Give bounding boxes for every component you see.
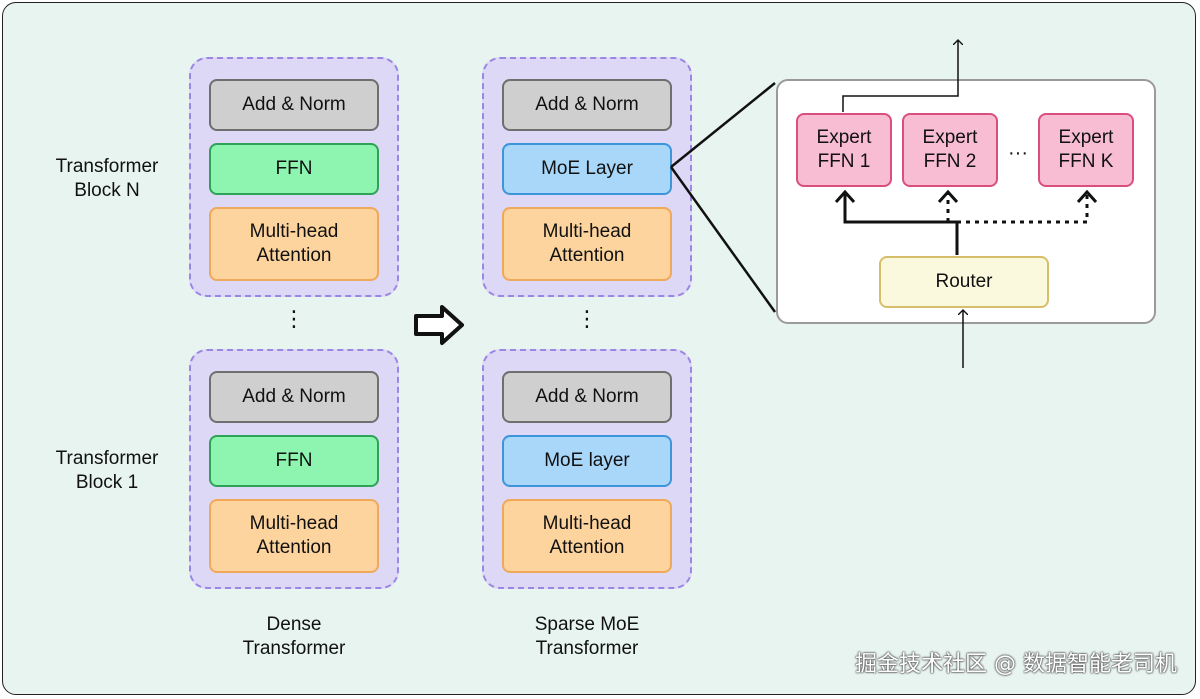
dense-n-add-norm: Add & Norm <box>209 79 379 131</box>
expert-ffn-2: Expert FFN 2 <box>902 113 998 187</box>
dense-n-ffn: FFN <box>209 143 379 195</box>
sparse-1-attention: Multi-head Attention <box>502 499 672 573</box>
sparse-n-add-norm: Add & Norm <box>502 79 672 131</box>
zoom-line-bottom <box>669 166 777 313</box>
sparse-1-add-norm: Add & Norm <box>502 371 672 423</box>
watermark: 掘金技术社区 @ 数据智能老司机 <box>855 652 1177 677</box>
sparse-block-1: Add & Norm MoE layer Multi-head Attentio… <box>482 349 692 589</box>
expert-ffn-k: Expert FFN K <box>1038 113 1134 187</box>
dense-1-add-norm: Add & Norm <box>209 371 379 423</box>
output-arrow <box>842 40 958 112</box>
label-transformer-block-1: Transformer Block 1 <box>55 448 159 493</box>
expert-ffn-1: Expert FFN 1 <box>796 113 892 187</box>
experts-ellipsis: ··· <box>1008 142 1028 164</box>
zoom-line-top <box>670 82 776 168</box>
sparse-n-moe-layer: MoE Layer <box>502 143 672 195</box>
sparse-block-n: Add & Norm MoE Layer Multi-head Attentio… <box>482 57 692 297</box>
sparse-n-attention: Multi-head Attention <box>502 207 672 281</box>
transition-arrow-icon <box>414 305 464 345</box>
router-to-expert-1 <box>843 194 959 255</box>
router-to-expert-k <box>957 194 1089 224</box>
label-transformer-block-n: Transformer Block N <box>55 156 159 201</box>
router-box: Router <box>879 256 1049 308</box>
caption-sparse-moe-transformer: Sparse MoE Transformer <box>534 614 640 659</box>
router-to-expert-2 <box>946 194 957 224</box>
sparse-1-moe-layer: MoE layer <box>502 435 672 487</box>
dense-n-attention: Multi-head Attention <box>209 207 379 281</box>
dense-1-ffn: FFN <box>209 435 379 487</box>
caption-dense-transformer: Dense Transformer <box>242 614 346 659</box>
dense-1-attention: Multi-head Attention <box>209 499 379 573</box>
dense-block-1: Add & Norm FFN Multi-head Attention <box>189 349 399 589</box>
dense-block-n: Add & Norm FFN Multi-head Attention <box>189 57 399 297</box>
